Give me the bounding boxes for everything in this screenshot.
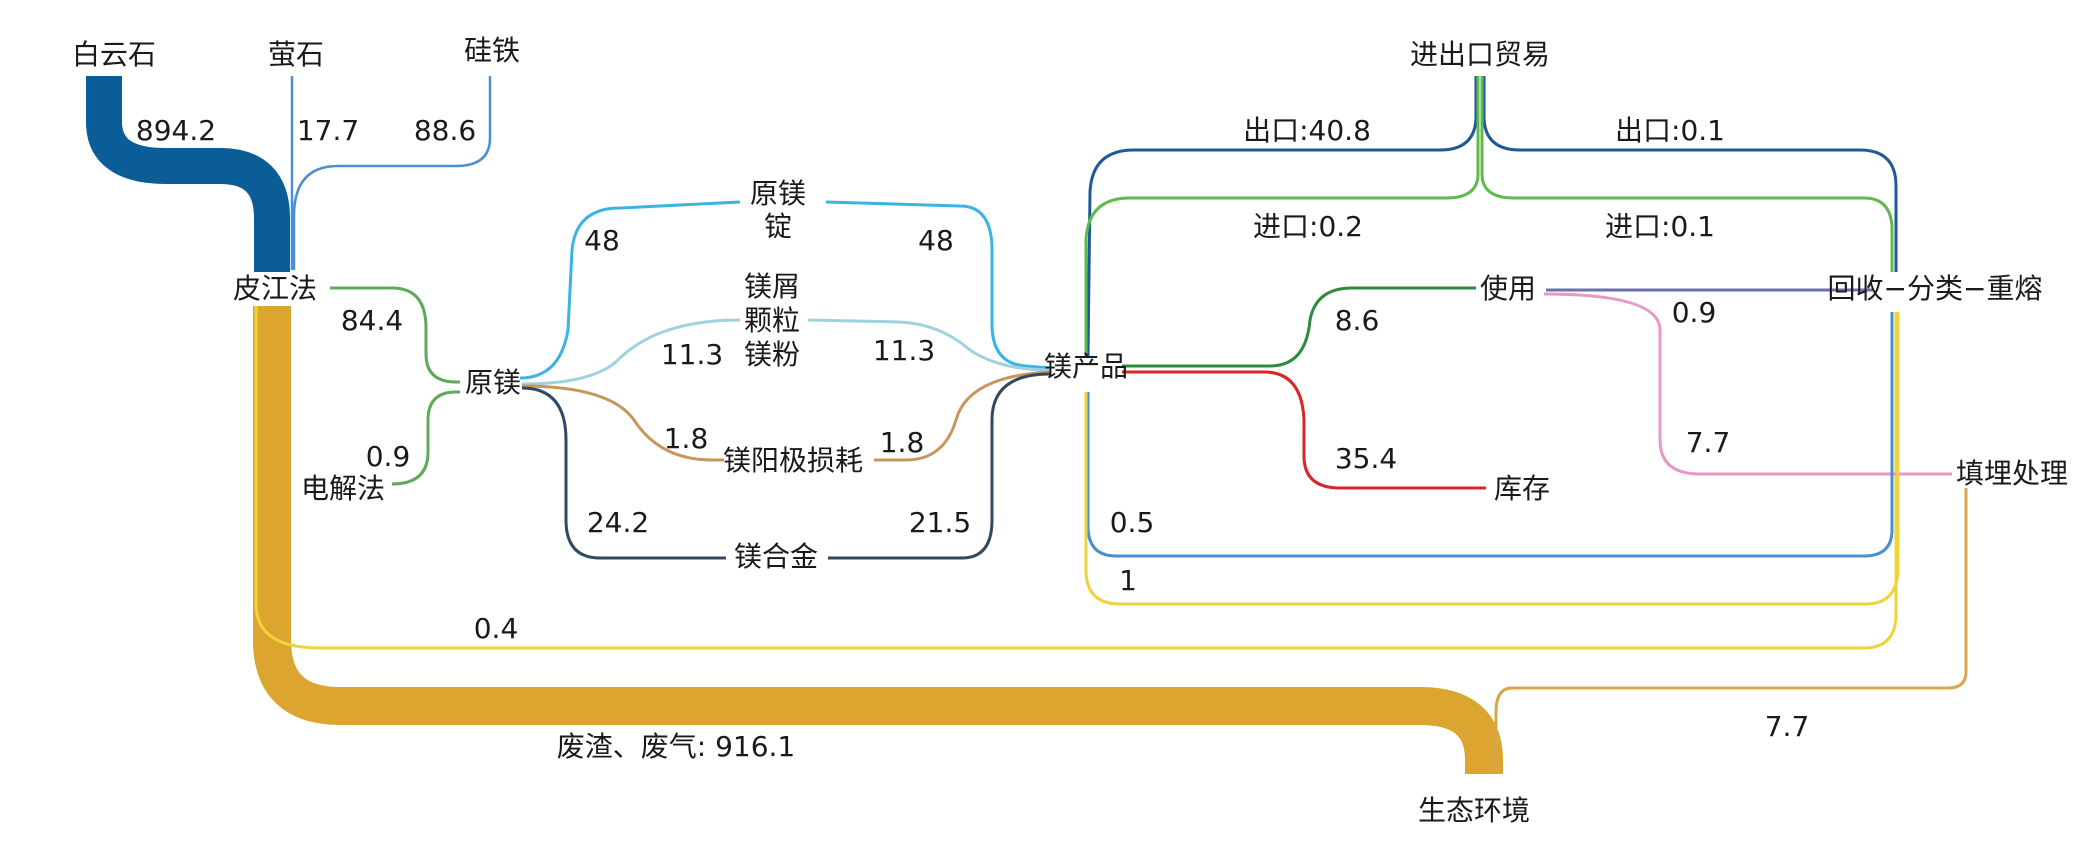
flow-recycle-return xyxy=(1086,312,1894,558)
node-fluorite: 萤石 xyxy=(268,38,324,71)
flow-label-pidgeon-to-mg: 84.4 xyxy=(341,304,403,337)
flow-import-left xyxy=(1084,76,1480,356)
flow-label-ferrosilicon: 88.6 xyxy=(414,114,476,147)
node-scrap-line1: 镁屑 xyxy=(744,270,800,303)
flow-label-export-left: 出口:40.8 xyxy=(1243,114,1371,147)
flow-stock xyxy=(1122,370,1486,490)
flow-label-anode-in: 1.8 xyxy=(664,422,709,455)
flow-electro-to-mg xyxy=(391,390,460,486)
node-pidgeon: 皮江法 xyxy=(233,272,317,305)
flow-label-slag: 废渣、废气: 916.1 xyxy=(557,730,796,763)
node-landfill: 填埋处理 xyxy=(1956,457,2068,490)
flow-label-electro-to-mg: 0.9 xyxy=(366,440,411,473)
flow-pidgeon-to-mg xyxy=(330,286,460,384)
flow-label-pidgeon-yellow: 0.4 xyxy=(474,612,519,645)
node-use: 使用 xyxy=(1480,272,1536,305)
node-primary-mg: 原镁 xyxy=(465,366,521,399)
node-ingot-line2: 锭 xyxy=(764,210,792,243)
flow-label-products-yellow: 1 xyxy=(1119,564,1137,597)
flow-label-dolomite: 894.2 xyxy=(136,114,216,147)
flow-label-landfill-in: 7.7 xyxy=(1686,426,1731,459)
flow-anode xyxy=(521,370,1051,462)
flow-label-products-return: 0.5 xyxy=(1110,506,1155,539)
flows-layer xyxy=(86,76,1968,779)
flow-label-export-right: 出口:0.1 xyxy=(1615,114,1725,147)
node-alloy: 镁合金 xyxy=(734,540,818,573)
flow-export-right xyxy=(1482,76,1898,272)
flow-alloy xyxy=(521,372,1051,560)
node-electrolysis: 电解法 xyxy=(301,472,385,505)
flow-ingot xyxy=(519,200,1051,380)
node-scrap-line2: 颗粒 xyxy=(744,304,800,337)
node-environment: 生态环境 xyxy=(1418,794,1530,827)
node-recycle: 回收−分类−重熔 xyxy=(1828,272,2043,305)
flow-label-alloy-in: 24.2 xyxy=(587,506,649,539)
labels-layer: 白云石 萤石 硅铁 皮江法 电解法 原镁 原镁 锭 镁屑 颗粒 镁粉 镁阳极损耗… xyxy=(72,34,2068,827)
flow-pidgeon-yellow xyxy=(254,306,1898,650)
flow-label-import-left: 进口:0.2 xyxy=(1253,210,1363,243)
flow-label-landfill-to-env: 7.7 xyxy=(1765,710,1810,743)
flow-label-recycle: 0.9 xyxy=(1672,296,1717,329)
flow-label-anode-out: 1.8 xyxy=(880,426,925,459)
node-scrap-line3: 镁粉 xyxy=(744,338,800,371)
flow-label-stock: 35.4 xyxy=(1335,442,1397,475)
node-dolomite: 白云石 xyxy=(72,38,156,71)
flow-landfill-to-env xyxy=(1494,488,1968,774)
flow-products-yellow xyxy=(1084,312,1900,606)
flow-label-scrap-in: 11.3 xyxy=(661,338,723,371)
flow-ferrosilicon xyxy=(292,76,492,270)
node-ferrosilicon: 硅铁 xyxy=(464,34,520,67)
flow-landfill-in xyxy=(1543,292,1952,476)
node-anode-loss: 镁阳极损耗 xyxy=(723,444,863,477)
node-ingot-line1: 原镁 xyxy=(750,177,806,210)
node-trade: 进出口贸易 xyxy=(1410,38,1550,71)
flow-label-fluorite: 17.7 xyxy=(297,114,359,147)
flow-label-import-right: 进口:0.1 xyxy=(1605,210,1715,243)
flow-label-alloy-out: 21.5 xyxy=(909,506,971,539)
flow-dolomite xyxy=(86,76,290,272)
flow-use xyxy=(1122,286,1476,368)
flow-export-left xyxy=(1086,76,1478,357)
flow-scrap xyxy=(521,318,1051,386)
node-stock: 库存 xyxy=(1494,472,1550,505)
flow-label-scrap-out: 11.3 xyxy=(873,334,935,367)
node-products: 镁产品 xyxy=(1044,350,1128,383)
flow-label-ingot-in: 48 xyxy=(584,224,620,257)
flow-label-use: 8.6 xyxy=(1335,304,1380,337)
flow-label-ingot-out: 48 xyxy=(918,224,954,257)
flow-slag xyxy=(253,306,1503,779)
flow-import-right xyxy=(1480,76,1894,272)
